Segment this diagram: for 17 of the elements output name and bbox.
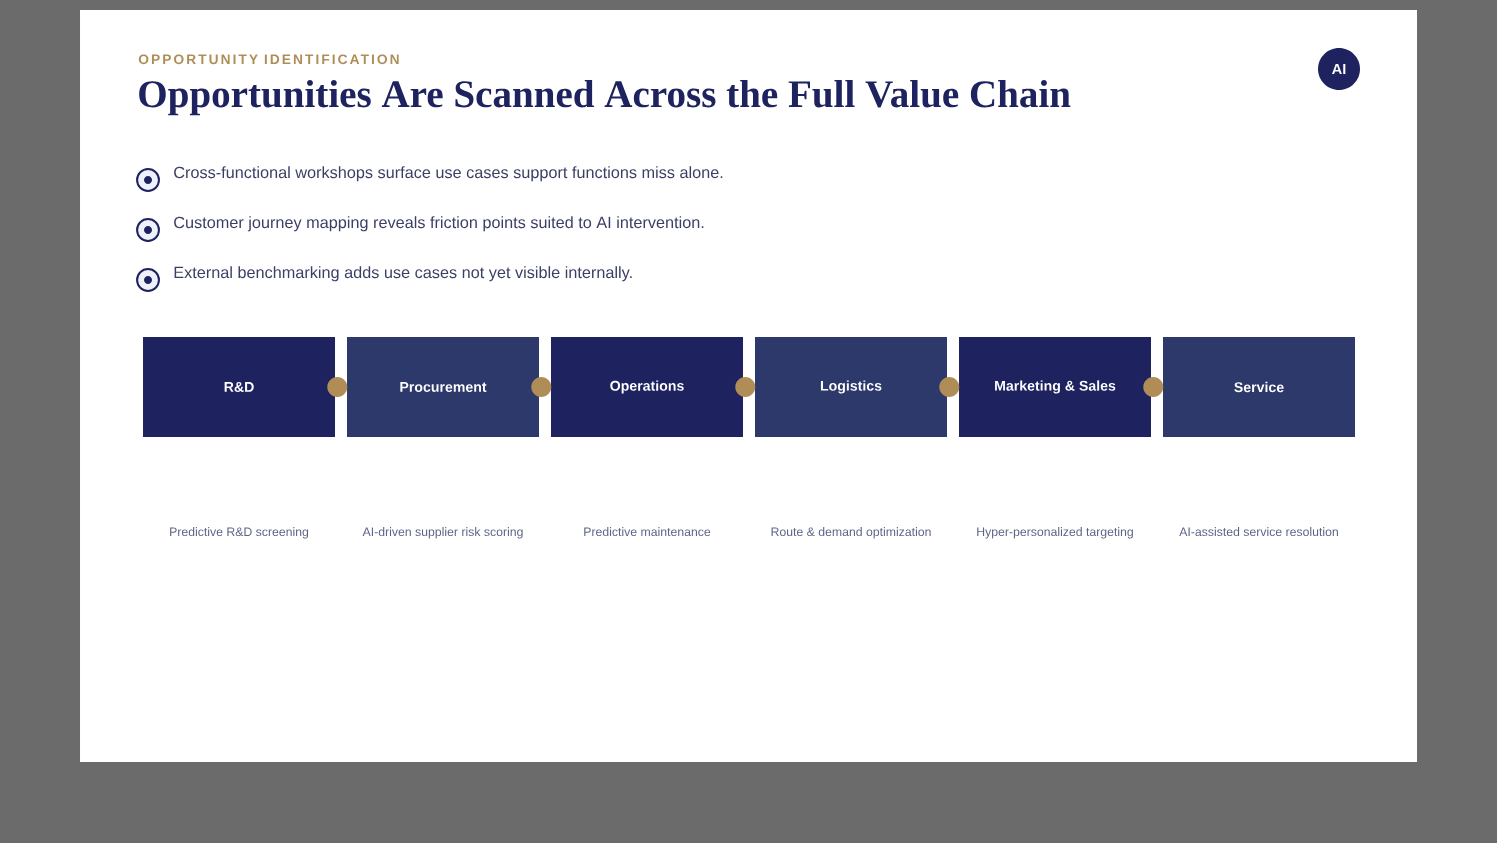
use-case-caption: AI-driven supplier risk scoring [362,527,523,539]
title: Opportunities Are Scanned Across the Full Value Chain [139,79,1071,116]
eyebrow-text: OPPORTUNITY IDENTIFICATION [138,54,399,65]
use-case-caption: Predictive maintenance [584,527,711,537]
bullet-text: External benchmarking adds use cases not yet visible internally. [174,266,632,282]
stage-box: Operations [551,337,743,437]
use-case-caption: AI-assisted service resolution [1179,527,1338,537]
stage-box: Marketing & Sales [959,337,1151,437]
stage-box: R&D [143,337,335,437]
use-case-caption: Hyper-personalized targeting [977,527,1133,539]
stage-box: Procurement [347,337,539,437]
bullet-text: Cross-functional workshops surface use cases support functions miss alone. [174,166,723,182]
stage-box: Service [1163,337,1355,437]
use-case-caption: Route & demand optimization [771,527,931,539]
use-case-caption: Predictive R&D screening [170,527,309,539]
stage-box: Logistics [755,337,947,437]
bullet-text: Customer journey mapping reveals friction points suited to AI intervention. [174,216,704,232]
